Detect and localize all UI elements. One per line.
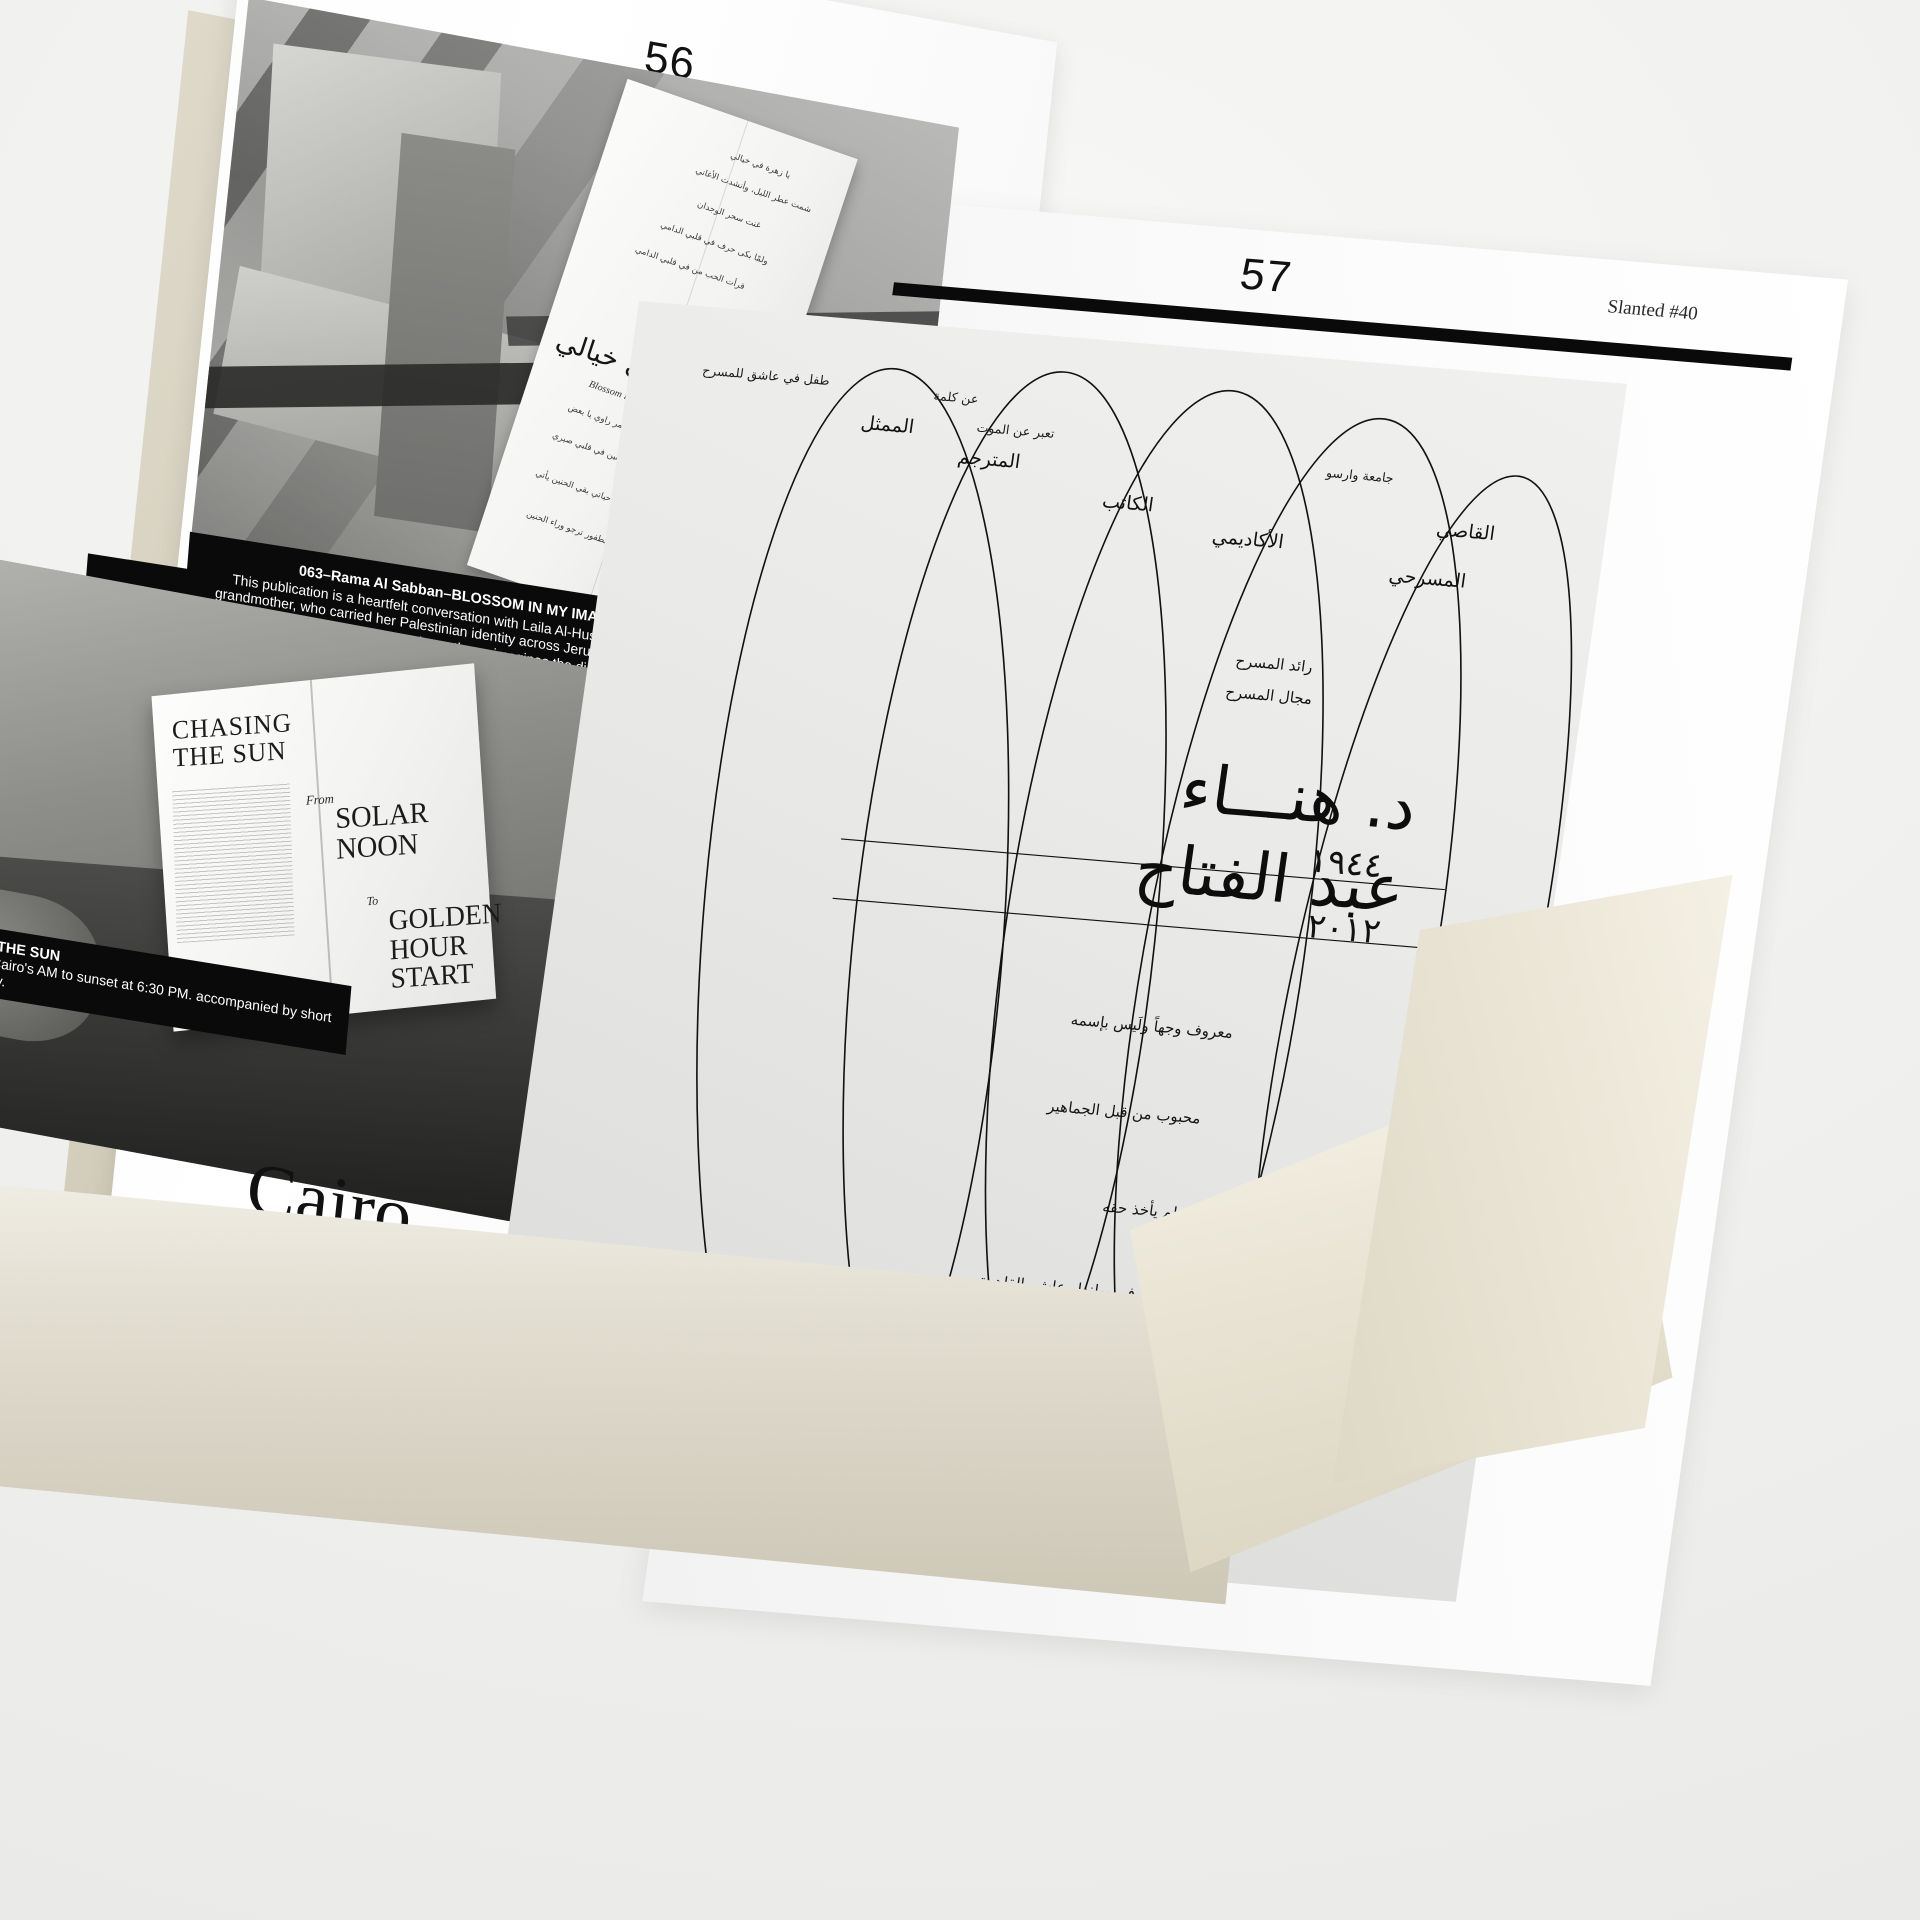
poster-circle-label: الكاتب	[1100, 490, 1156, 517]
poster-arabic-line: غنت سحر الوجدان	[695, 199, 762, 232]
book-body-text-block	[172, 782, 295, 944]
right-running-header: Slanted #40	[1606, 296, 1700, 325]
book-spine-line	[309, 679, 334, 1016]
poster-arabic-line: يا زهرة في خيالي	[729, 150, 792, 181]
poster-arabic-line: لطفور ترجو وراء الحنين	[525, 509, 609, 547]
book-line-from: From	[305, 790, 335, 808]
poster-subject-name: د. هنـــاء عبد الفتاح	[1130, 749, 1422, 928]
poster-year-birth: ١٩٤٤	[1306, 840, 1386, 887]
poster-year-death: ٢٠١٢	[1304, 906, 1384, 953]
right-page-number: 57	[1237, 249, 1295, 303]
poster-circle-label: الممثل	[859, 411, 916, 439]
book-line-to: To	[366, 893, 379, 909]
